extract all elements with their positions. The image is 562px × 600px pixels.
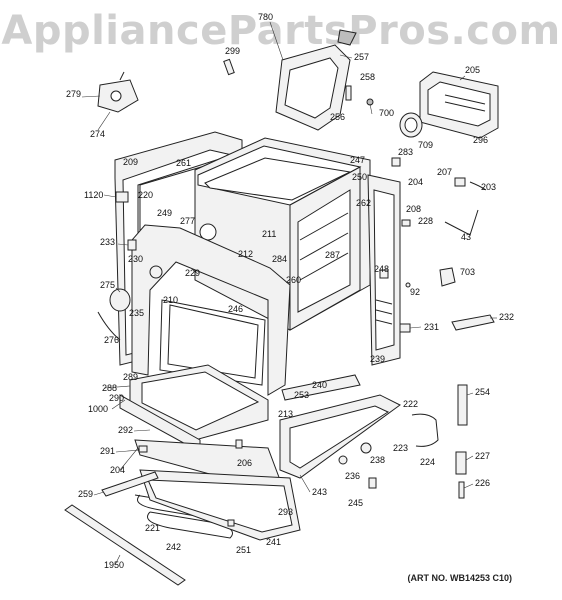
callout-253: 253 <box>294 390 309 400</box>
callout-249: 249 <box>157 208 172 218</box>
callout-241: 241 <box>266 537 281 547</box>
callout-246: 246 <box>228 304 243 314</box>
callout-205: 205 <box>465 65 480 75</box>
callout-212: 212 <box>238 249 253 259</box>
part-bottom-plate <box>139 469 301 541</box>
callout-1950: 1950 <box>104 560 124 570</box>
callout-251: 251 <box>236 545 251 555</box>
callout-288: 288 <box>102 383 117 393</box>
callout-247: 247 <box>350 155 365 165</box>
callout-1000: 1000 <box>88 404 108 414</box>
callout-224: 224 <box>420 457 435 467</box>
part-burner-orifice <box>149 265 163 279</box>
callout-208: 208 <box>406 204 421 214</box>
callout-703: 703 <box>460 267 475 277</box>
part-right-side-panel <box>367 174 401 366</box>
part-front-frame <box>131 224 291 396</box>
callout-254: 254 <box>475 387 490 397</box>
part-back-cover <box>419 71 499 139</box>
callout-239: 239 <box>370 354 385 364</box>
callout-275: 275 <box>100 280 115 290</box>
callout-227: 227 <box>475 451 490 461</box>
part-manifold <box>279 374 401 479</box>
callout-284: 284 <box>272 254 287 264</box>
callout-283: 283 <box>398 147 413 157</box>
callout-243: 243 <box>312 487 327 497</box>
callout-209: 209 <box>123 157 138 167</box>
callout-291: 291 <box>100 446 115 456</box>
callout-250: 250 <box>352 172 367 182</box>
part-hardware <box>115 157 487 527</box>
callout-231: 231 <box>424 322 439 332</box>
part-drawer-tray <box>119 364 281 486</box>
callout-287: 287 <box>325 250 340 260</box>
part-ignitor-assembly <box>411 267 495 499</box>
callout-709: 709 <box>418 140 433 150</box>
callout-780: 780 <box>258 12 273 22</box>
part-screw <box>345 85 374 106</box>
callout-204: 204 <box>408 177 423 187</box>
callout-92: 92 <box>410 287 420 297</box>
callout-299: 299 <box>225 46 240 56</box>
callout-238: 238 <box>370 455 385 465</box>
callout-229: 229 <box>185 268 200 278</box>
callout-261: 261 <box>176 158 191 168</box>
part-valve <box>97 71 139 113</box>
part-pin <box>223 58 235 76</box>
callout-228: 228 <box>418 216 433 226</box>
callout-256: 256 <box>330 112 345 122</box>
callout-262: 262 <box>356 198 371 208</box>
callout-204b: 204 <box>110 465 125 475</box>
callout-292: 292 <box>118 425 133 435</box>
callout-293: 293 <box>278 507 293 517</box>
callout-220: 220 <box>138 190 153 200</box>
callout-248: 248 <box>374 264 389 274</box>
callout-700: 700 <box>379 108 394 118</box>
part-kick-rail <box>64 471 186 586</box>
callout-274: 274 <box>90 129 105 139</box>
callout-277: 277 <box>180 216 195 226</box>
callout-233: 233 <box>100 237 115 247</box>
part-vent-duct <box>275 29 357 131</box>
callout-232: 232 <box>499 312 514 322</box>
callout-245: 245 <box>348 498 363 508</box>
callout-labels: 780 299 257 258 700 205 279 274 256 709 … <box>66 12 514 570</box>
art-number: (ART NO. WB14253 C10) <box>407 573 512 583</box>
callout-290: 290 <box>109 393 124 403</box>
callout-43: 43 <box>461 232 471 242</box>
callout-226: 226 <box>475 478 490 488</box>
callout-258: 258 <box>360 72 375 82</box>
callout-213: 213 <box>278 409 293 419</box>
callout-222: 222 <box>403 399 418 409</box>
callout-260: 260 <box>286 275 301 285</box>
callout-259: 259 <box>78 489 93 499</box>
callout-236: 236 <box>345 471 360 481</box>
callout-223: 223 <box>393 443 408 453</box>
callout-211: 211 <box>262 229 276 239</box>
callout-240: 240 <box>312 380 327 390</box>
callout-207: 207 <box>437 167 452 177</box>
part-knob <box>97 239 137 341</box>
callout-221: 221 <box>145 523 160 533</box>
callout-257: 257 <box>354 52 369 62</box>
callout-242: 242 <box>166 542 181 552</box>
watermark-text: AppliancePartsPros.com <box>1 8 561 54</box>
callout-276: 276 <box>104 335 119 345</box>
callout-230: 230 <box>128 254 143 264</box>
leader-lines <box>81 21 497 566</box>
callout-206: 206 <box>237 458 252 468</box>
part-fan <box>399 112 423 138</box>
callout-210: 210 <box>163 295 178 305</box>
callout-1120: 1120 <box>84 190 103 200</box>
callout-279: 279 <box>66 89 81 99</box>
callout-289: 289 <box>123 372 138 382</box>
callout-296: 296 <box>473 135 488 145</box>
callout-235: 235 <box>129 308 144 318</box>
callout-203: 203 <box>481 182 496 192</box>
